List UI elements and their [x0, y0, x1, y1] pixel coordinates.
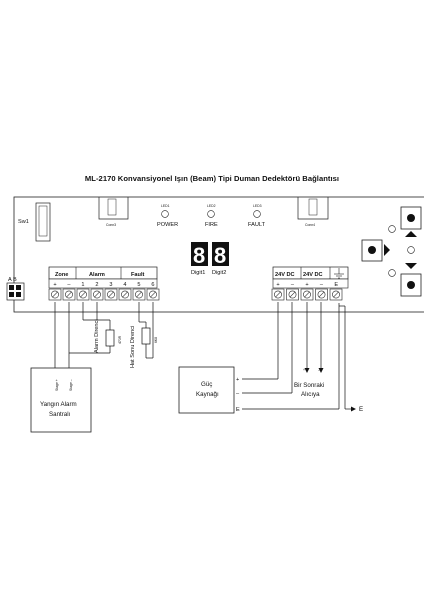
- eol-resistor-name: Hat Sonu Direnci: [130, 326, 136, 368]
- ab-label: A B: [8, 277, 17, 283]
- screw-slot: [318, 291, 325, 298]
- sw1-lever: [38, 205, 48, 237]
- screw-slot: [289, 291, 296, 298]
- panel-stage-minus: Stage –: [69, 379, 73, 391]
- conn4-label: Conn4: [305, 223, 315, 227]
- panel-title-line1: Yangın Alarm: [40, 401, 77, 408]
- digit1-value: 8: [193, 243, 205, 268]
- next-device-line2: Alıcıya: [301, 391, 320, 398]
- zone-group-label: Zone: [55, 272, 68, 278]
- arrow-right-icon: [384, 244, 390, 256]
- sw1-label: Sw1: [18, 219, 29, 225]
- ab-jumper: [6, 282, 25, 301]
- conn3-connector: [98, 197, 129, 220]
- psu-pin-plus: +: [236, 377, 239, 383]
- fault-group-label: Fault: [131, 272, 144, 278]
- screw-slot: [52, 291, 58, 298]
- arrow-down-icon: [405, 263, 417, 269]
- right-terminal-header: [272, 266, 349, 289]
- screw-slot: [108, 291, 114, 298]
- right-pin-label: E: [334, 282, 338, 288]
- digit1-display: [191, 242, 208, 266]
- panel-stage-plus: Stage +: [55, 379, 59, 391]
- next-pin-minus: –: [318, 368, 320, 372]
- button-down-knob: [407, 281, 415, 289]
- fire-led: [207, 210, 215, 218]
- screw-slot: [304, 291, 310, 298]
- alarm-resistor-name: Alarm Direnci: [94, 319, 100, 353]
- digit2-value: 8: [214, 243, 226, 268]
- zone-wires: [54, 302, 70, 379]
- conn4-connector: [297, 197, 329, 220]
- digit2-display: [212, 242, 229, 266]
- screw-slot: [122, 291, 128, 298]
- conn3-label: Conn3: [106, 223, 116, 227]
- psu-out-group-label: 24V DC: [303, 272, 323, 278]
- psu-title-line2: Kaynağı: [196, 391, 219, 398]
- psu-pin-minus: –: [236, 391, 240, 397]
- eol-resistor: [141, 327, 151, 345]
- fault-led: [253, 210, 261, 218]
- indicator-right-top: [388, 225, 396, 233]
- left-pin-label: –: [67, 282, 71, 288]
- screw-slot: [66, 291, 72, 298]
- next-device-line1: Bir Sonraki: [294, 382, 324, 389]
- diagram-title: ML-2170 Konvansiyonel Işın (Beam) Tipi D…: [84, 174, 340, 183]
- alarm-resistor-wiring: [69, 302, 111, 354]
- right-pin-label: –: [291, 282, 295, 288]
- left-pin-label: 2: [95, 282, 98, 288]
- led2-small-label: LED2: [207, 204, 216, 208]
- digit2-label: Digit2: [212, 270, 226, 276]
- right-pin-label: +: [305, 282, 308, 288]
- indicator-right-mid: [407, 246, 415, 254]
- left-pin-label: 6: [151, 282, 154, 288]
- left-pin-label: 5: [137, 282, 140, 288]
- alarm-group-label: Alarm: [89, 272, 105, 278]
- digit1-label: Digit1: [191, 270, 205, 276]
- earth-out-label: E: [359, 406, 363, 413]
- psu-wires: [242, 302, 340, 410]
- panel-title-line2: Santralı: [49, 411, 71, 418]
- screw-slot: [150, 291, 156, 298]
- left-pin-label: 1: [81, 282, 84, 288]
- fire-alarm-panel: [30, 367, 92, 433]
- right-pin-label: –: [320, 282, 324, 288]
- power-led-label: POWER: [157, 222, 178, 228]
- power-led: [161, 210, 169, 218]
- right-pin-label: +: [276, 282, 279, 288]
- left-pin-label: 4: [123, 282, 126, 288]
- arrow-up-icon: [405, 231, 417, 237]
- left-pin-label: +: [53, 282, 56, 288]
- screw-slot: [275, 291, 281, 298]
- eol-resistor-value: 6K8: [154, 337, 158, 343]
- right-terminal-pins: + – + – E: [271, 282, 343, 301]
- screw-slot: [80, 291, 86, 298]
- screw-slot: [94, 291, 100, 298]
- button-up-knob: [407, 214, 415, 222]
- left-pin-label: 3: [109, 282, 112, 288]
- psu-in-group-label: 24V DC: [275, 272, 295, 278]
- power-supply-box: [178, 366, 235, 414]
- alarm-resistor: [105, 329, 115, 347]
- psu-pin-earth: E: [236, 407, 240, 413]
- next-device-wires: [304, 302, 356, 412]
- left-terminal-header: [48, 266, 158, 289]
- next-pin-plus: +: [303, 368, 305, 372]
- left-terminal-pins: + – 1 2 3 4 5 6: [48, 282, 160, 301]
- screw-slot: [136, 291, 142, 298]
- button-enter-knob: [368, 246, 376, 254]
- psu-title-line1: Güç: [201, 381, 212, 388]
- led1-small-label: LED1: [161, 204, 170, 208]
- eol-resistor-wiring: [138, 302, 154, 359]
- fault-led-label: FAULT: [248, 222, 266, 228]
- alarm-resistor-value: 470R: [118, 335, 122, 344]
- indicator-right-bottom: [388, 269, 396, 277]
- fire-led-label: FIRE: [205, 222, 218, 228]
- led3-small-label: LED3: [253, 204, 262, 208]
- screw-slot: [333, 291, 339, 298]
- earth-symbol-icon: [334, 268, 344, 279]
